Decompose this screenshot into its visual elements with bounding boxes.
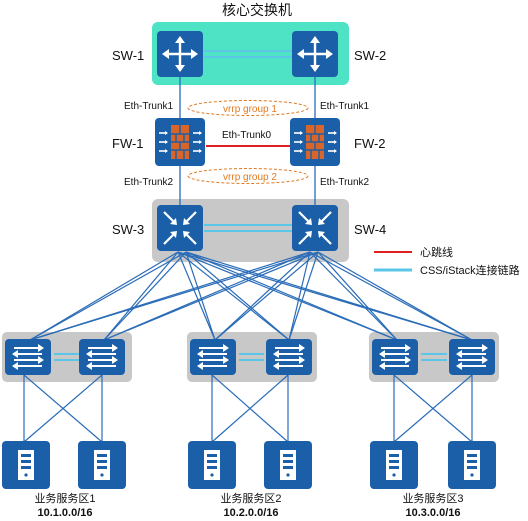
fw1-label: FW-1: [112, 136, 144, 151]
fw2-firewall-icon[interactable]: [289, 117, 341, 167]
vrrp-group-1-ellipse: [187, 100, 309, 116]
core-title: 核心交换机: [222, 2, 292, 18]
server-icon[interactable]: [264, 441, 312, 489]
sw3-label: SW-3: [112, 222, 144, 237]
eth-trunk1-right-label: Eth-Trunk1: [320, 101, 370, 112]
sw2-router-icon[interactable]: [290, 29, 340, 79]
sw2-label: SW-2: [354, 48, 386, 63]
sw4-label: SW-4: [354, 222, 386, 237]
fw2-label: FW-2: [354, 136, 386, 151]
vrrp-group-2-label: vrrp group 2: [223, 172, 277, 183]
vrrp-group-1-label: vrrp group 1: [223, 104, 277, 115]
zone-2-subnet: 10.2.0.0/16: [223, 507, 278, 519]
sw1-router-icon[interactable]: [155, 29, 205, 79]
server-icon[interactable]: [448, 441, 496, 489]
legend-css-label: CSS/iStack连接链路: [420, 263, 520, 277]
vrrp-group-2-ellipse: [187, 168, 309, 184]
access-switch-icon[interactable]: [189, 338, 237, 376]
sw3-switch-icon[interactable]: [155, 203, 205, 253]
zone-3-subnet: 10.3.0.0/16: [405, 507, 460, 519]
eth-trunk1-left-label: Eth-Trunk1: [124, 101, 174, 112]
server-icon[interactable]: [78, 441, 126, 489]
eth-trunk0-label: Eth-Trunk0: [222, 130, 272, 141]
zone-3-name: 业务服务区3: [402, 492, 463, 505]
access-switch-icon[interactable]: [78, 338, 126, 376]
access-server-links: [23, 374, 473, 443]
access-switch-icon[interactable]: [4, 338, 52, 376]
legend-heartbeat-label: 心跳线: [420, 245, 453, 259]
zone-2-name: 业务服务区2: [220, 492, 281, 505]
sw1-label: SW-1: [112, 48, 144, 63]
access-switch-icon[interactable]: [371, 338, 419, 376]
fw1-firewall-icon[interactable]: [154, 117, 206, 167]
server-icon[interactable]: [370, 441, 418, 489]
zone-1-name: 业务服务区1: [34, 492, 95, 505]
eth-trunk2-left-label: Eth-Trunk2: [124, 177, 174, 188]
access-switch-icon[interactable]: [448, 338, 496, 376]
server-icon[interactable]: [188, 441, 236, 489]
access-switch-icon[interactable]: [265, 338, 313, 376]
sw4-switch-icon[interactable]: [290, 203, 340, 253]
eth-trunk2-right-label: Eth-Trunk2: [320, 177, 370, 188]
zone-1-subnet: 10.1.0.0/16: [37, 507, 92, 519]
aggregation-access-mesh: [29, 251, 473, 341]
server-icon[interactable]: [2, 441, 50, 489]
